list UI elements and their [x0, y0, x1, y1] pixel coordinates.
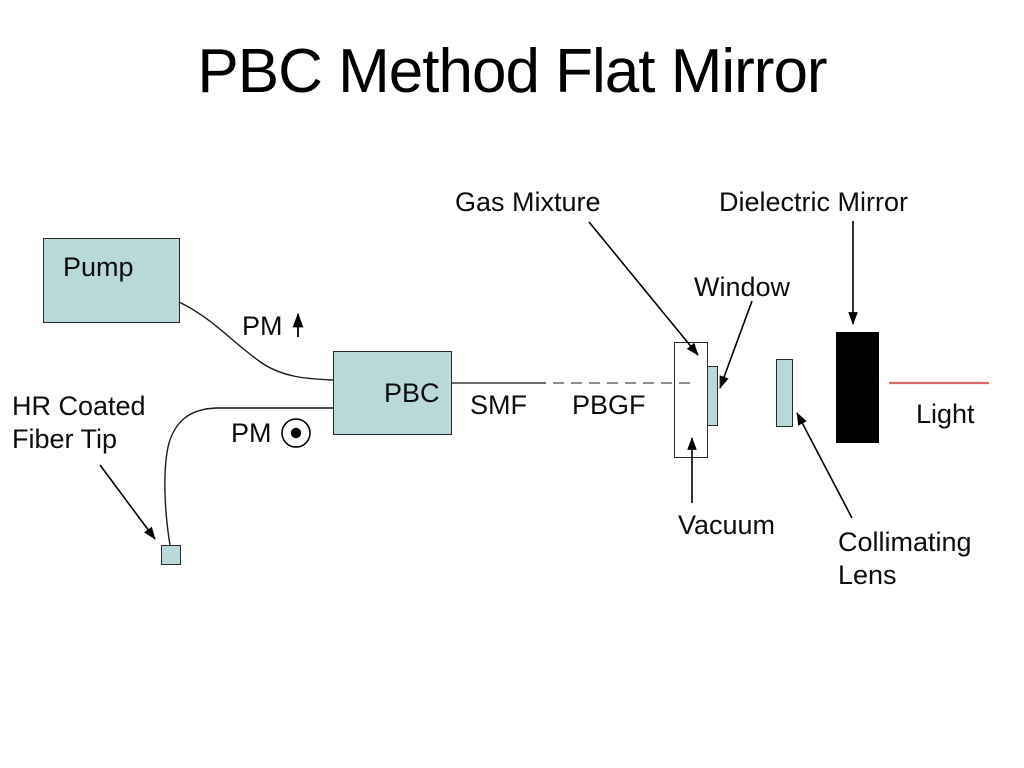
hr-fiber-tip-label-line2: Fiber Tip [12, 424, 118, 454]
fiber-tip-square [161, 545, 181, 565]
gas-mixture-label: Gas Mixture [455, 187, 601, 217]
gas-cell-box [674, 342, 708, 458]
light-label: Light [916, 399, 975, 429]
collimating-lens-label-line1: Collimating [838, 527, 972, 557]
hr-fiber-tip-label-line1: HR Coated [12, 391, 146, 421]
gas-mixture-arrow [588, 221, 699, 356]
smf-label: SMF [470, 390, 527, 420]
pm-bottom-label: PM [231, 418, 272, 448]
pbgf-label: PBGF [572, 390, 646, 420]
collimating-lens-label: Collimating Lens [838, 526, 972, 592]
vacuum-label: Vacuum [678, 510, 776, 540]
pump-label: Pump [63, 252, 134, 282]
pm-out-of-page-icon [281, 418, 311, 448]
window-arrow [719, 300, 753, 389]
collimating-lens-label-line2: Lens [838, 560, 897, 590]
window-element [707, 366, 718, 426]
hr-fiber-tip-label: HR Coated Fiber Tip [12, 390, 146, 456]
window-label: Window [694, 272, 791, 302]
hr-fiber-tip-arrow [99, 464, 156, 540]
slide-title: PBC Method Flat Mirror [197, 37, 827, 106]
pbc-label: PBC [384, 378, 440, 408]
pm-top-label: PM [242, 311, 283, 341]
dielectric-mirror-element [836, 332, 879, 443]
pump-box: Pump [43, 238, 180, 323]
dielectric-mirror-label: Dielectric Mirror [719, 187, 908, 217]
collimating-lens-element [776, 359, 793, 427]
pbc-box: PBC [333, 351, 452, 435]
